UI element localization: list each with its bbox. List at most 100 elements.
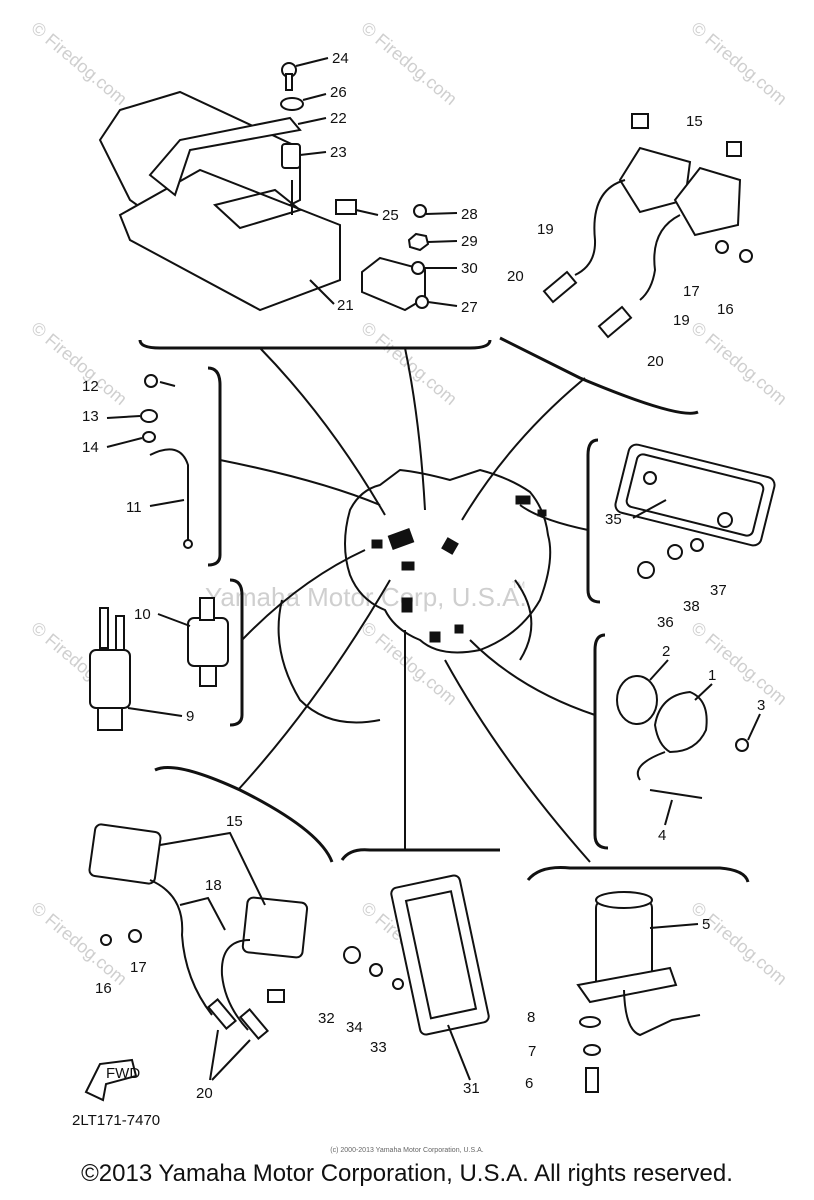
pointer <box>297 117 327 125</box>
ground-lead <box>649 789 703 799</box>
pump-group <box>576 891 701 1093</box>
pointer <box>447 1024 471 1081</box>
callout-21: 21 <box>337 297 354 314</box>
leader-lines <box>219 347 596 863</box>
watermark: © Firedog.com <box>357 618 460 709</box>
solenoid-top <box>595 891 653 909</box>
watermark: © Firedog.com <box>27 898 130 989</box>
ignition-coil <box>241 896 309 959</box>
callout-1: 1 <box>708 667 716 684</box>
watermark: © Firedog.com <box>687 898 790 989</box>
engine-connector <box>401 561 415 571</box>
o-ring <box>616 675 658 725</box>
coil-connector <box>267 989 285 1003</box>
coil-connector <box>726 141 742 157</box>
callout-35: 35 <box>605 511 622 528</box>
engine-connector <box>515 495 531 505</box>
pointer <box>747 713 761 741</box>
callout-8: 8 <box>527 1009 535 1026</box>
coil-connector <box>631 113 649 129</box>
callout-19: 19 <box>673 312 690 329</box>
callout-28: 28 <box>461 206 478 223</box>
plug-cap <box>542 270 578 304</box>
callout-10: 10 <box>134 606 151 623</box>
callout-7: 7 <box>528 1043 536 1060</box>
leader <box>469 639 596 716</box>
callout-30: 30 <box>461 260 478 277</box>
watermark: © Firedog.com <box>687 18 790 109</box>
leader <box>241 549 366 641</box>
cdi-box-panel <box>212 188 303 230</box>
pointer <box>295 57 329 67</box>
stud <box>643 471 657 485</box>
callout-3: 3 <box>757 697 765 714</box>
engine-connector <box>537 509 547 517</box>
callout-19: 19 <box>537 221 554 238</box>
washer <box>579 1016 601 1028</box>
bracket-sender <box>229 578 244 727</box>
watermark: © Firedog.com <box>357 18 460 109</box>
washer <box>411 261 425 275</box>
sender-tip <box>199 665 217 687</box>
sensor-lead-group <box>140 374 193 549</box>
engine-connector <box>441 537 459 555</box>
pointer <box>127 707 183 717</box>
washer <box>392 978 404 990</box>
callout-25: 25 <box>382 207 399 224</box>
bolt <box>739 249 753 263</box>
bracket-bottom-coils <box>154 766 334 863</box>
callout-26: 26 <box>330 84 347 101</box>
plug-cap <box>597 305 633 339</box>
engine-connector <box>429 631 441 643</box>
callout-20: 20 <box>647 353 664 370</box>
pointer <box>355 209 379 216</box>
callout-38: 38 <box>683 598 700 615</box>
hv-lead <box>149 879 213 1016</box>
thermo-switch <box>89 649 131 709</box>
bolt <box>585 1067 599 1093</box>
callout-5: 5 <box>702 916 710 933</box>
bracket-reflector <box>340 848 500 861</box>
nut <box>343 946 361 964</box>
hv-lead <box>220 939 251 1031</box>
pointer <box>649 659 669 681</box>
ignition-coils-bottom <box>88 823 309 1040</box>
pointer <box>159 831 266 906</box>
callout-pointers <box>106 57 761 1081</box>
callout-23: 23 <box>330 144 347 161</box>
callout-20: 20 <box>507 268 524 285</box>
washer <box>415 295 429 309</box>
reflector-group <box>343 874 490 1036</box>
callout-37: 37 <box>710 582 727 599</box>
washer <box>369 963 383 977</box>
sender-stem <box>199 597 215 621</box>
leader <box>259 347 386 516</box>
switch-group <box>616 675 749 799</box>
cdi-box <box>118 168 341 312</box>
nut <box>407 232 430 252</box>
bracket-rear-light <box>586 438 601 604</box>
sender-group <box>89 597 229 731</box>
callout-15: 15 <box>226 813 243 830</box>
ignition-coil <box>88 823 162 885</box>
pointer <box>159 381 176 387</box>
callout-27: 27 <box>461 299 478 316</box>
collar <box>281 143 301 169</box>
pointer <box>309 279 335 305</box>
washer <box>128 929 142 943</box>
callout-11: 11 <box>126 499 142 516</box>
washer <box>140 409 158 423</box>
leader <box>519 504 589 531</box>
pointer <box>632 499 667 519</box>
engine-connector <box>371 539 383 549</box>
callout-32: 32 <box>318 1010 335 1027</box>
switch-lead <box>636 751 666 781</box>
callout-9: 9 <box>186 708 194 725</box>
cdi-unit <box>98 62 357 312</box>
washer <box>583 1044 601 1056</box>
pointer <box>209 1029 251 1081</box>
fine-print: (c) 2000-2013 Yamaha Motor Corporation, … <box>330 1147 484 1154</box>
terminal <box>183 539 193 549</box>
engine-crankcase <box>277 599 381 724</box>
